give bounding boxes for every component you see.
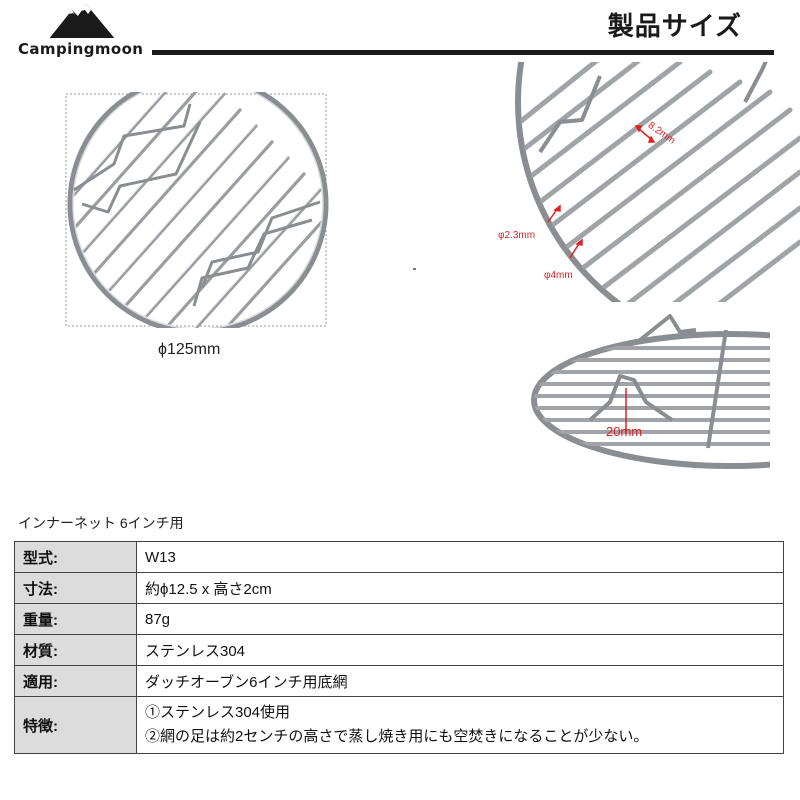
spec-value: 87g bbox=[136, 603, 784, 635]
spec-value: ステンレス304 bbox=[136, 634, 784, 666]
spec-table: 型式: W13 寸法: 約ϕ12.5 x 高さ2cm 重量: 87g 材質: ス… bbox=[14, 541, 784, 754]
callout-wire-thin: φ2.3mm bbox=[498, 230, 536, 241]
spec-features: ①ステンレス304使用 ②網の足は約2センチの高さで蒸し焼き用にも空焚きになるこ… bbox=[136, 696, 784, 754]
spec-label: 重量: bbox=[14, 603, 137, 635]
spec-label: 適用: bbox=[14, 665, 137, 697]
product-image-rack-top bbox=[65, 92, 329, 328]
table-row: 重量: 87g bbox=[14, 603, 784, 635]
table-row: 適用: ダッチオーブン6インチ用底網 bbox=[14, 665, 784, 697]
product-detail-zoom bbox=[515, 62, 800, 302]
spec-label: 特徴: bbox=[14, 696, 137, 754]
feature-line: ①ステンレス304使用 bbox=[145, 704, 291, 721]
callout-leg-height: 20mm bbox=[606, 424, 643, 439]
callout-wire-thick: φ4mm bbox=[544, 270, 573, 281]
spec-label: 型式: bbox=[14, 541, 137, 573]
brand-name: Campingmoon bbox=[18, 40, 144, 58]
section-title: 製品サイズ bbox=[607, 12, 742, 42]
mountain-logo-icon bbox=[48, 4, 116, 40]
table-row-features: 特徴: ①ステンレス304使用 ②網の足は約2センチの高さで蒸し焼き用にも空焚き… bbox=[14, 696, 784, 754]
product-detail-side bbox=[531, 314, 770, 469]
dimension-diameter: ϕ125mm bbox=[158, 341, 221, 358]
header: Campingmoon 製品サイズ bbox=[0, 0, 800, 62]
table-row: 寸法: 約ϕ12.5 x 高さ2cm bbox=[14, 572, 784, 604]
header-rule bbox=[152, 50, 774, 55]
spec-label: 寸法: bbox=[14, 572, 137, 604]
stray-mark bbox=[413, 268, 416, 270]
spec-value: W13 bbox=[136, 541, 784, 573]
feature-line: ②網の足は約2センチの高さで蒸し焼き用にも空焚きになることが少ない。 bbox=[145, 728, 649, 745]
spec-label: 材質: bbox=[14, 634, 137, 666]
spec-caption: インナーネット 6インチ用 bbox=[18, 515, 184, 531]
spec-value: 約ϕ12.5 x 高さ2cm bbox=[136, 572, 784, 604]
spec-value: ダッチオーブン6インチ用底網 bbox=[136, 665, 784, 697]
table-row: 型式: W13 bbox=[14, 541, 784, 573]
table-row: 材質: ステンレス304 bbox=[14, 634, 784, 666]
